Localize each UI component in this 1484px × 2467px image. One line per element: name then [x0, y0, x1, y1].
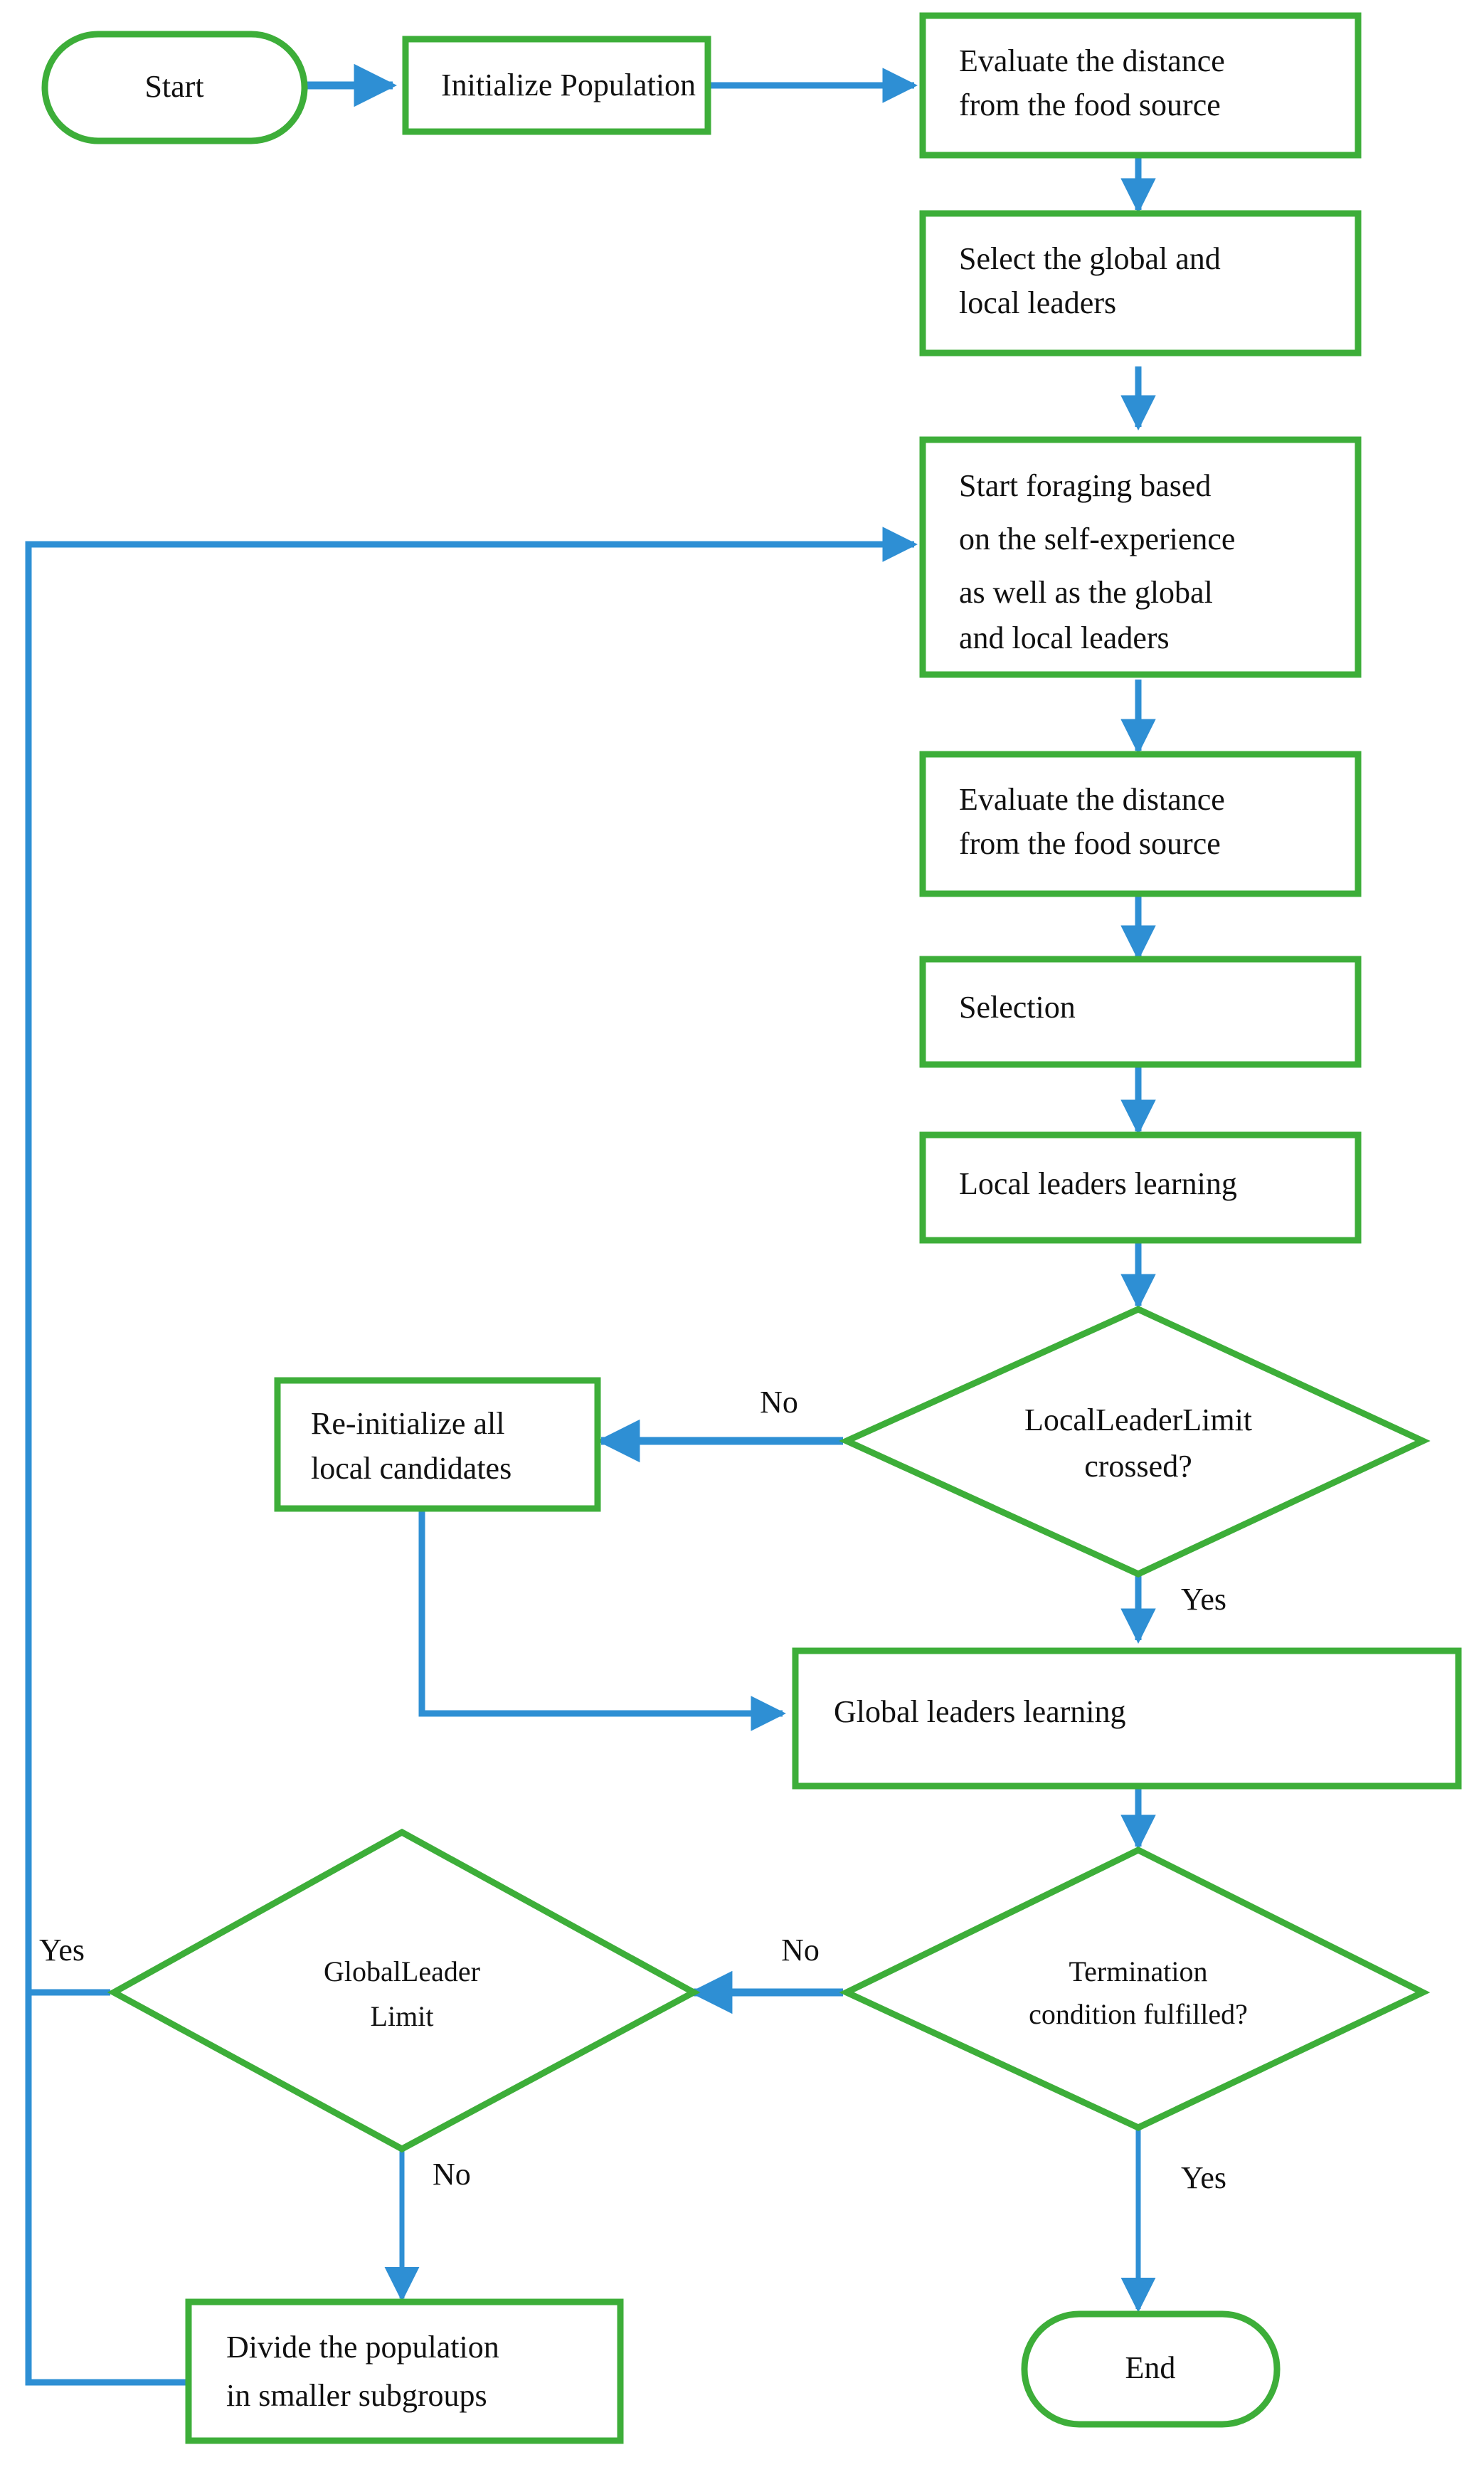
node-start-label: Start [144, 69, 203, 104]
node-start[interactable]: Start [41, 31, 308, 144]
node-evaluate-2-line-2: from the food source [959, 826, 1221, 861]
node-start-foraging-line-3: as well as the global [959, 575, 1213, 610]
node-selection-shape [919, 956, 1362, 1068]
node-end[interactable]: End [1021, 2310, 1281, 2428]
node-global-learning[interactable]: Global leaders learning [792, 1647, 1462, 1790]
node-start-foraging[interactable]: Start foraging based on the self-experie… [919, 436, 1362, 678]
edge-label-local-limit-no: No [760, 1385, 798, 1420]
node-global-limit-line-2: Limit [371, 2000, 434, 2032]
node-evaluate-2-shape [919, 751, 1362, 897]
node-start-foraging-line-4: and local leaders [959, 620, 1170, 655]
node-start-foraging-line-2: on the self-experience [959, 522, 1235, 556]
node-reinit-local-shape [274, 1377, 601, 1512]
edge-label-termination-no: No [781, 1933, 820, 1967]
node-local-learning-label: Local leaders learning [959, 1166, 1237, 1201]
node-selection-label: Selection [959, 990, 1076, 1025]
node-evaluate-1[interactable]: Evaluate the distance from the food sour… [919, 12, 1362, 159]
node-termination-line-2: condition fulfilled? [1029, 1998, 1248, 2030]
node-select-leaders-shape [919, 210, 1362, 356]
edge-label-global-limit-no: No [433, 2157, 471, 2192]
node-global-limit-line-1: GlobalLeader [324, 1955, 480, 1987]
node-evaluate-1-line-2: from the food source [959, 88, 1221, 122]
node-init-population-label: Initialize Population [441, 68, 696, 102]
node-start-foraging-line-1: Start foraging based [959, 468, 1211, 503]
node-end-label: End [1125, 2350, 1176, 2385]
node-divide-population[interactable]: Divide the population in smaller subgrou… [185, 2298, 624, 2444]
node-init-population-shape [402, 36, 711, 135]
edge-label-local-limit-yes: Yes [1181, 1582, 1226, 1617]
node-select-leaders-line-2: local leaders [959, 285, 1116, 320]
node-selection[interactable]: Selection [919, 956, 1362, 1068]
node-evaluate-2[interactable]: Evaluate the distance from the food sour… [919, 751, 1362, 897]
node-reinit-local-line-2: local candidates [311, 1451, 512, 1486]
node-local-limit-line-2: crossed? [1084, 1449, 1192, 1484]
node-evaluate-1-line-1: Evaluate the distance [959, 43, 1225, 78]
node-termination-shape [839, 1846, 1431, 2131]
node-start-shape [41, 31, 308, 144]
node-termination[interactable]: Termination condition fulfilled? [839, 1846, 1431, 2131]
node-local-limit[interactable]: LocalLeaderLimit crossed? [839, 1306, 1431, 1578]
node-reinit-local-line-1: Re-initialize all [311, 1406, 504, 1441]
edge-divide-to-feedback-spine [25, 1992, 189, 2386]
edge-label-global-limit-yes: Yes [39, 1933, 85, 1967]
node-local-limit-shape [839, 1306, 1431, 1578]
node-divide-population-shape [185, 2298, 624, 2444]
node-local-learning-shape [919, 1131, 1362, 1244]
node-local-learning[interactable]: Local leaders learning [919, 1131, 1362, 1244]
node-end-shape [1021, 2310, 1281, 2428]
node-select-leaders[interactable]: Select the global and local leaders [919, 210, 1362, 356]
node-global-learning-shape [792, 1647, 1462, 1790]
edge-reinit-to-global-learning [418, 1510, 786, 1731]
node-local-limit-line-1: LocalLeaderLimit [1024, 1402, 1252, 1437]
node-select-leaders-line-1: Select the global and [959, 241, 1221, 276]
node-start-foraging-shape [919, 436, 1362, 678]
edge-label-termination-yes: Yes [1181, 2160, 1226, 2195]
node-global-learning-label: Global leaders learning [834, 1694, 1126, 1729]
node-global-limit-shape [107, 1828, 701, 2153]
node-global-limit[interactable]: GlobalLeader Limit [107, 1828, 701, 2153]
node-init-population[interactable]: Initialize Population [402, 36, 711, 135]
node-evaluate-2-line-1: Evaluate the distance [959, 782, 1225, 817]
node-divide-population-line-1: Divide the population [226, 2330, 499, 2365]
node-divide-population-line-2: in smaller subgroups [226, 2378, 487, 2413]
node-reinit-local[interactable]: Re-initialize all local candidates [274, 1377, 601, 1512]
node-termination-line-1: Termination [1069, 1955, 1208, 1987]
edge-global-limit-yes-feedback [25, 527, 918, 1996]
node-evaluate-1-shape [919, 12, 1362, 159]
